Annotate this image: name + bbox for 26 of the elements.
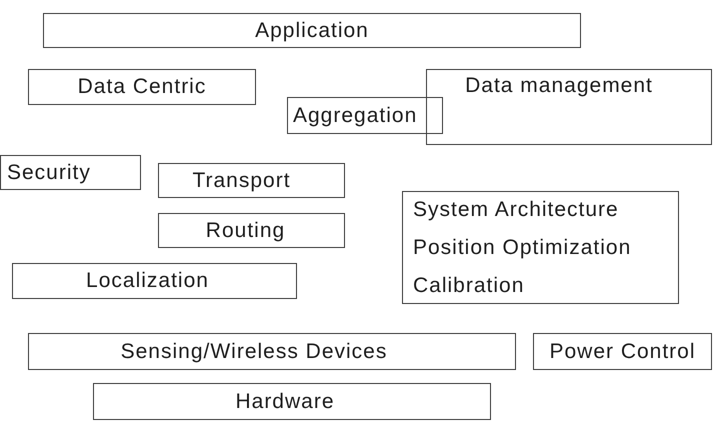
- box-label: Hardware: [235, 388, 335, 414]
- layer-box: [28, 69, 256, 105]
- box-label: Routing: [206, 218, 286, 244]
- box-label: Application: [255, 18, 369, 44]
- layer-box: [158, 213, 345, 248]
- box-label: Transport: [192, 168, 291, 194]
- box-label: Power Control: [549, 338, 696, 364]
- layer-box: [12, 263, 297, 299]
- box-label: System Architecture: [413, 196, 619, 222]
- layer-box: [402, 191, 679, 304]
- box-label: Position Optimization: [413, 234, 632, 260]
- box-label: Aggregation: [293, 102, 418, 128]
- box-label: Security: [7, 160, 91, 186]
- box-label: Sensing/Wireless Devices: [120, 338, 388, 364]
- layer-box: [287, 97, 443, 134]
- layer-box: [28, 333, 516, 370]
- layer-box: [93, 383, 491, 420]
- box-label: Data management: [465, 73, 653, 98]
- box-label: Data Centric: [78, 74, 206, 100]
- layer-box: [533, 333, 712, 370]
- layer-box: [426, 69, 712, 145]
- layer-box: [43, 13, 581, 48]
- layer-box: [158, 163, 345, 198]
- box-label: Localization: [86, 268, 209, 294]
- box-label: Calibration: [413, 273, 524, 298]
- layer-box: [0, 155, 141, 190]
